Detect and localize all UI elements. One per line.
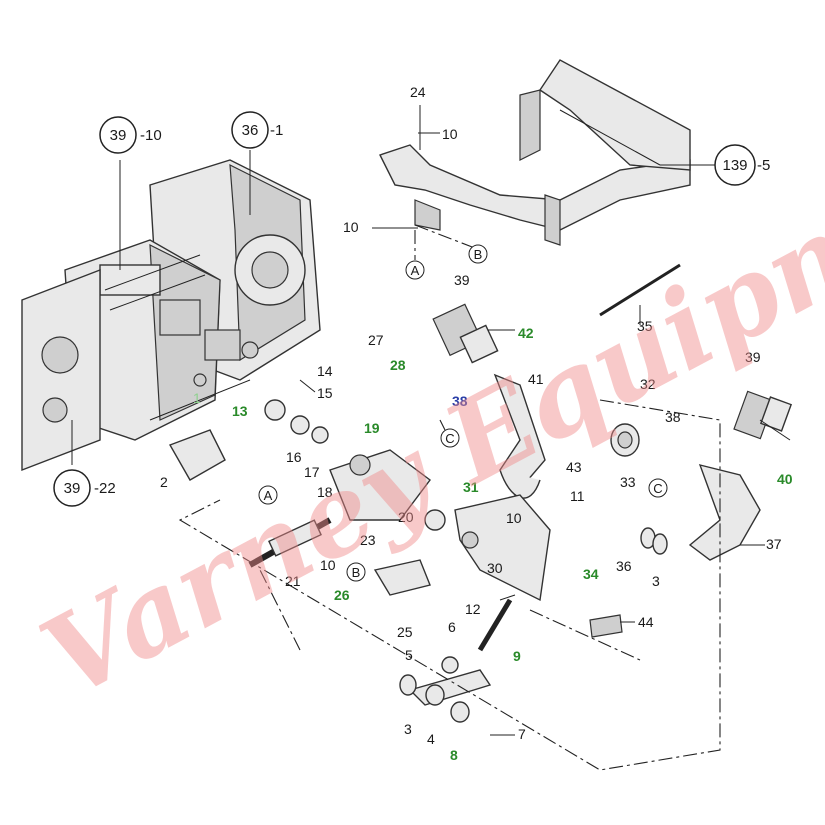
marker-c-right: C <box>648 478 668 498</box>
svg-text:A: A <box>411 263 420 278</box>
ref-39-22: 39 -22 <box>53 469 116 507</box>
callout-31: 31 <box>463 479 479 495</box>
callout-15: 15 <box>317 385 333 401</box>
callout-13: 13 <box>232 403 248 419</box>
svg-text:A: A <box>264 488 273 503</box>
ref-suffix: -22 <box>94 480 116 497</box>
callout-34: 34 <box>583 566 599 582</box>
callout-33: 33 <box>620 474 636 490</box>
callout-16: 16 <box>286 449 302 465</box>
ref-139-5: 139 -5 <box>714 144 770 186</box>
callout-25: 25 <box>397 624 413 640</box>
pedal-frame <box>379 59 691 246</box>
marker-b-low: B <box>346 562 366 582</box>
pedal-shaft-assembly <box>168 263 681 723</box>
callout-4: 4 <box>427 731 435 747</box>
callout-5: 5 <box>405 647 413 663</box>
svg-text:B: B <box>352 565 361 580</box>
callout-36: 36 <box>616 558 632 574</box>
callout-17: 17 <box>304 464 320 480</box>
callout-41: 41 <box>528 371 544 387</box>
callout-2: 2 <box>160 474 168 490</box>
callout-28: 28 <box>390 357 406 373</box>
callout-9: 9 <box>513 648 521 664</box>
callout-39b: 39 <box>745 349 761 365</box>
transmission-housing <box>21 159 321 472</box>
callout-7: 7 <box>518 726 526 742</box>
callout-11: 11 <box>570 488 585 504</box>
callout-6: 6 <box>448 619 456 635</box>
callout-10c: 10 <box>320 557 336 573</box>
callout-1: 1 <box>193 390 201 406</box>
connection-lines <box>178 224 721 771</box>
callout-24: 24 <box>410 84 426 100</box>
ref-number: 36 <box>242 122 259 139</box>
callout-18: 18 <box>317 484 333 500</box>
callout-10b: 10 <box>343 219 359 235</box>
callout-32: 32 <box>640 376 656 392</box>
ref-36-1: 36 -1 <box>231 111 283 149</box>
ref-suffix: -1 <box>270 122 283 139</box>
callout-40: 40 <box>777 471 793 487</box>
svg-text:C: C <box>445 431 454 446</box>
callout-26: 26 <box>334 587 350 603</box>
svg-text:C: C <box>653 481 662 496</box>
ref-suffix: -5 <box>757 157 770 174</box>
callout-39a: 39 <box>454 272 470 288</box>
callout-12: 12 <box>465 601 481 617</box>
marker-a-top: A <box>405 260 425 280</box>
ref-39-10: 39 -10 <box>99 116 162 154</box>
callout-3b: 3 <box>404 721 412 737</box>
callout-8: 8 <box>450 747 458 763</box>
callout-19: 19 <box>364 420 380 436</box>
ref-number: 39 <box>110 127 127 144</box>
svg-text:B: B <box>474 247 483 262</box>
brake-pedal-assembly <box>610 390 793 561</box>
callout-14: 14 <box>317 363 333 379</box>
ref-suffix: -10 <box>140 127 162 144</box>
marker-a-low: A <box>258 485 278 505</box>
marker-b-top: B <box>468 244 488 264</box>
callout-35: 35 <box>637 318 653 334</box>
leader-lines <box>71 105 791 736</box>
callout-27: 27 <box>368 332 384 348</box>
ref-number: 139 <box>722 157 747 174</box>
callout-20: 20 <box>398 509 414 525</box>
callout-38b: 38 <box>665 409 681 425</box>
callout-44: 44 <box>638 614 654 630</box>
ref-number: 39 <box>64 480 81 497</box>
callout-3a: 3 <box>652 573 660 589</box>
clutch-pedal-assembly <box>432 303 546 499</box>
callout-38a: 38 <box>452 393 468 409</box>
marker-c-mid: C <box>440 428 460 448</box>
callout-23: 23 <box>360 532 376 548</box>
callout-30: 30 <box>487 560 503 576</box>
callout-43: 43 <box>566 459 582 475</box>
callout-10d: 10 <box>506 510 522 526</box>
callout-10a: 10 <box>442 126 458 142</box>
callout-42: 42 <box>518 325 534 341</box>
callout-21: 21 <box>285 573 301 589</box>
callouts: 1 2 3 3 4 5 6 7 8 9 10 10 10 10 11 12 13… <box>160 84 793 763</box>
callout-37: 37 <box>766 536 782 552</box>
